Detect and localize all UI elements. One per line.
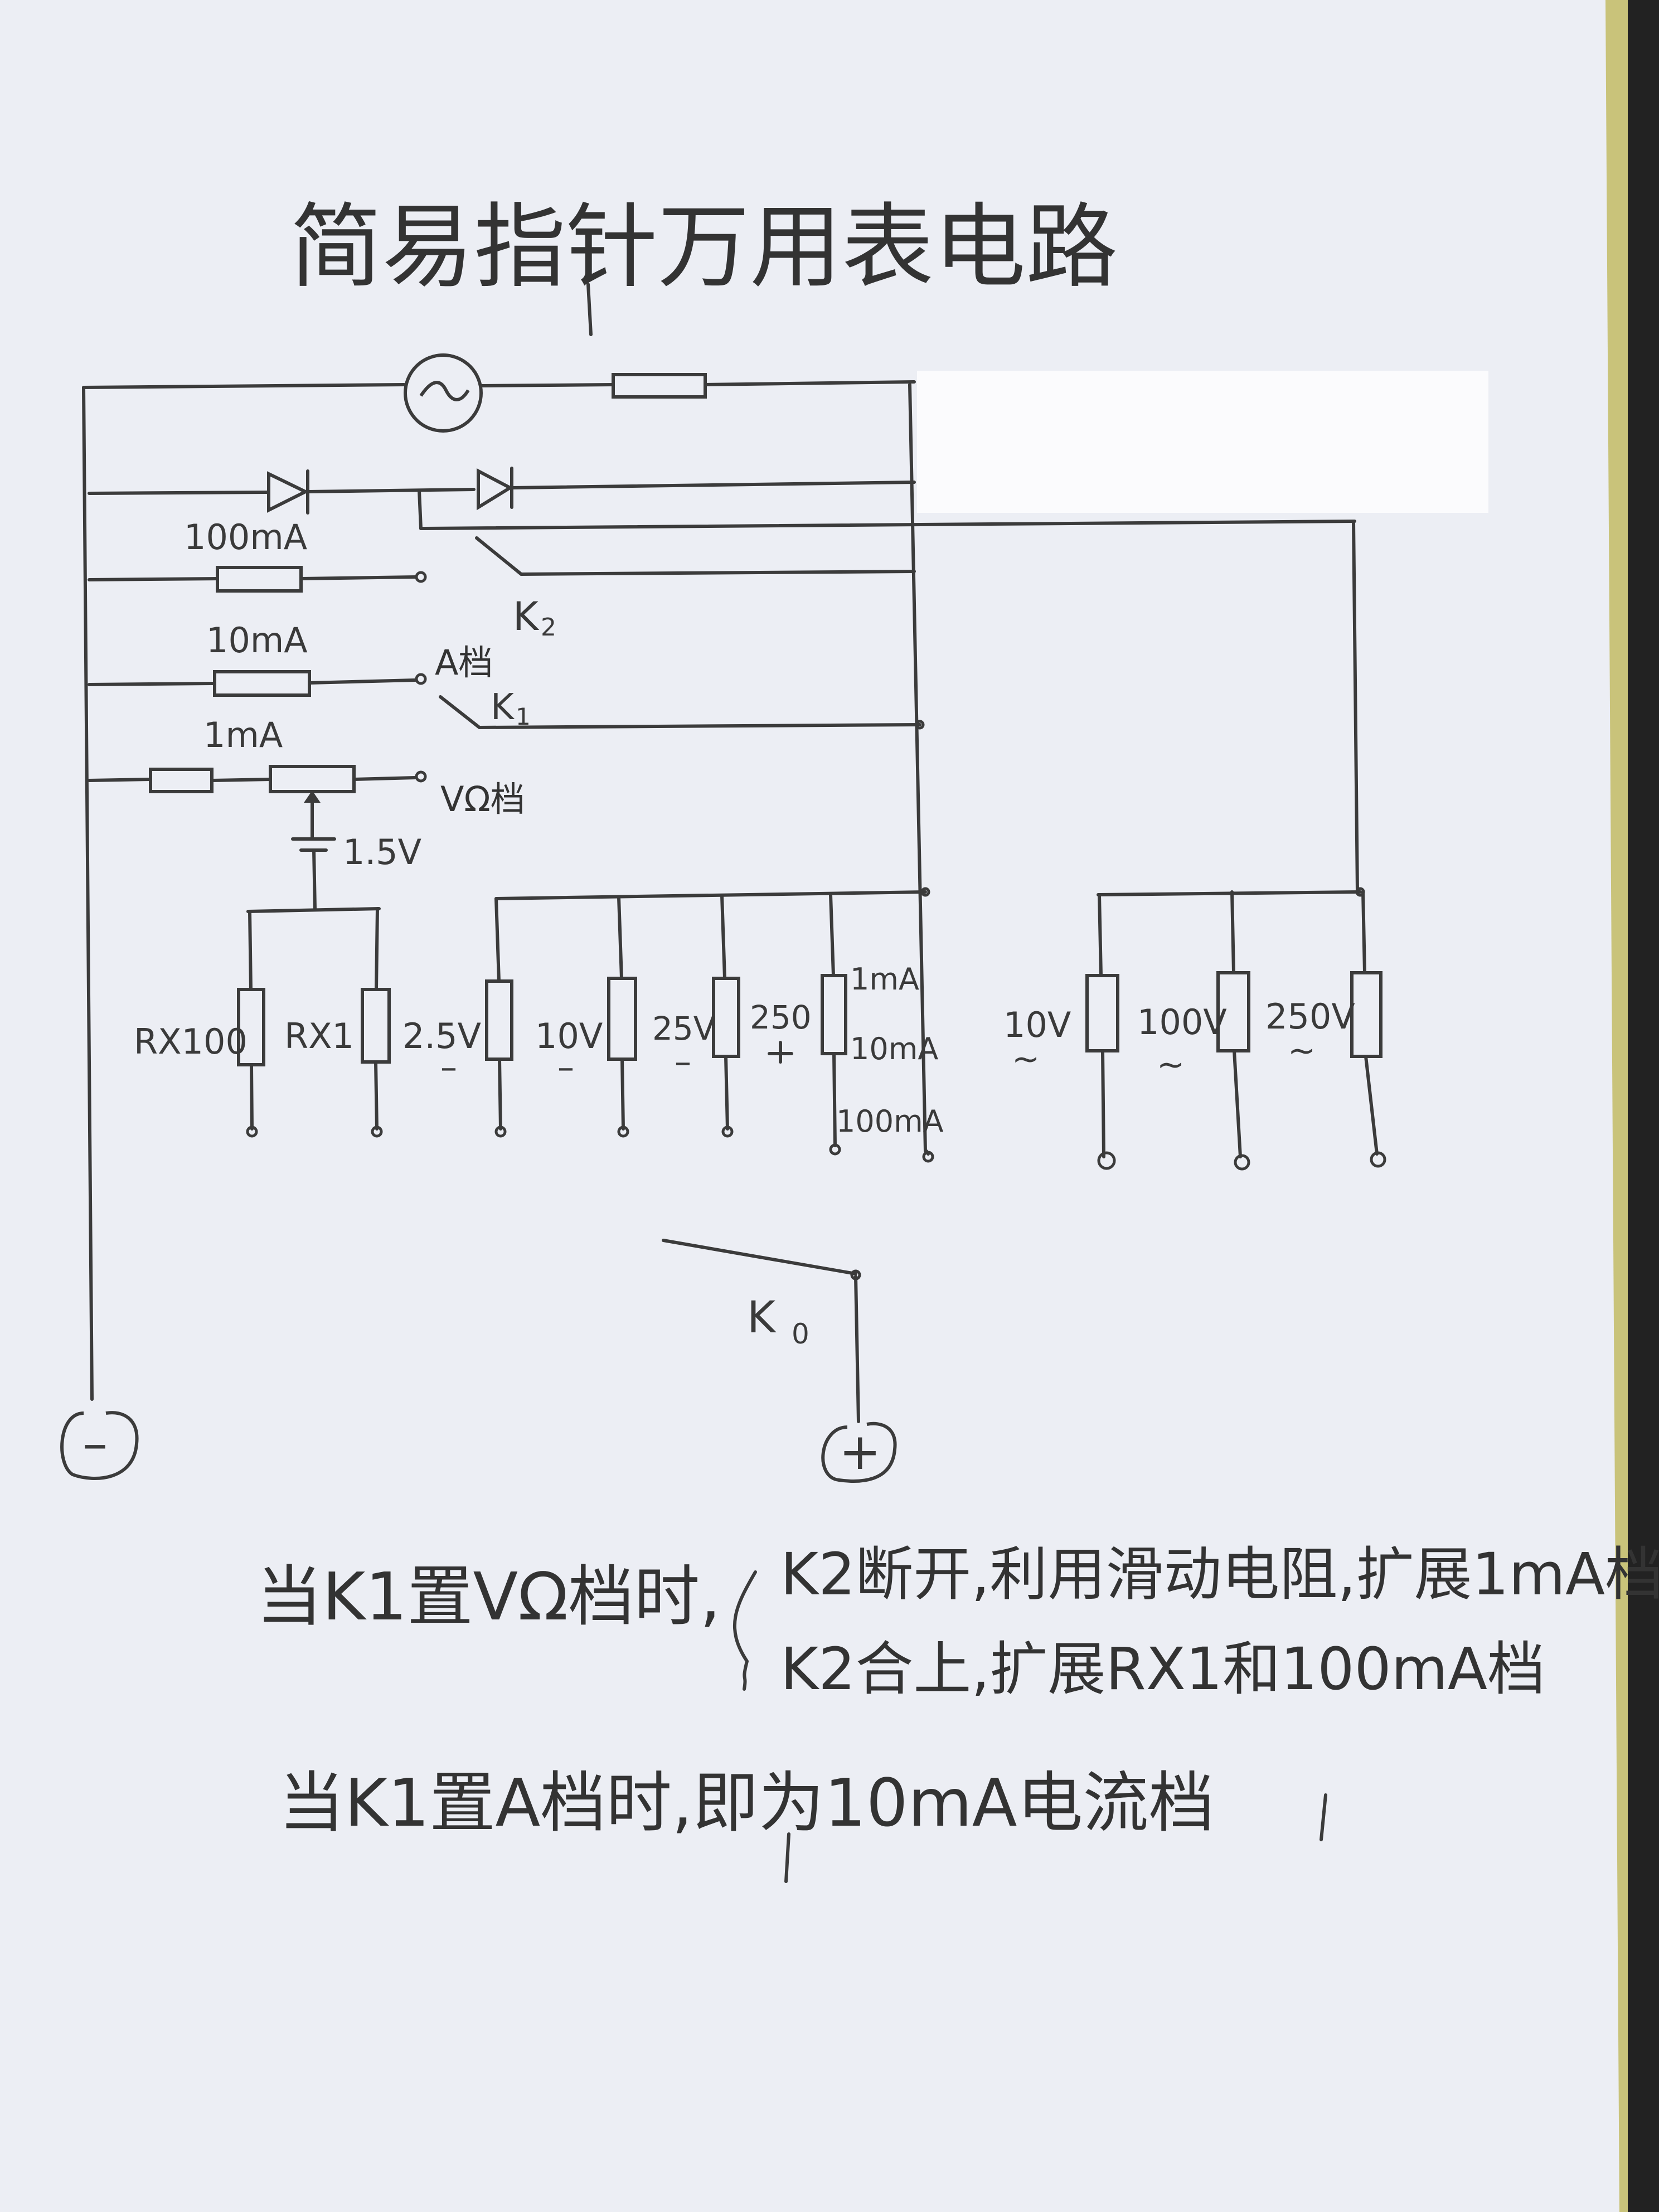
mark-250v bbox=[768, 1041, 793, 1064]
ac-bus bbox=[1097, 890, 1362, 896]
pot-wiper-arrow bbox=[304, 790, 321, 803]
k2-contact bbox=[415, 571, 427, 583]
terminal-rx1[interactable] bbox=[371, 1126, 383, 1138]
label-10ma-range: 10mA bbox=[850, 1031, 938, 1066]
label-10ma: 10mA bbox=[206, 620, 308, 661]
negative-probe-terminal[interactable] bbox=[60, 1411, 139, 1481]
label-10v: 10V bbox=[535, 1016, 603, 1056]
terminal-10v[interactable] bbox=[617, 1126, 629, 1138]
note-brace bbox=[733, 1570, 757, 1691]
k1-label: K bbox=[491, 687, 515, 728]
note-line1-b: K2合上,扩展RX1和100mA档 bbox=[780, 1635, 1545, 1703]
main-right-bus bbox=[908, 383, 927, 1153]
vo-range-contact bbox=[415, 770, 427, 783]
label-ac250v: 250V bbox=[1265, 996, 1355, 1037]
terminal-ac10v[interactable] bbox=[1097, 1151, 1116, 1170]
battery-label: 1.5V bbox=[343, 832, 421, 872]
ac-branch-wire bbox=[419, 520, 1356, 530]
diagram-title: 简易指针万用表电路 bbox=[290, 193, 1118, 300]
negative-probe-label: – bbox=[83, 1414, 108, 1473]
label-25v: 25V bbox=[652, 1010, 716, 1047]
top-wire bbox=[82, 383, 406, 389]
a-range-contact bbox=[415, 673, 427, 685]
terminal-2-5v[interactable] bbox=[494, 1126, 507, 1138]
terminal-rx100[interactable] bbox=[246, 1126, 258, 1138]
label-1ma: 1mA bbox=[203, 715, 283, 755]
note-line2: 当K1置A档时,即为10mA电流档 bbox=[279, 1764, 1215, 1841]
k0-label: K bbox=[747, 1293, 777, 1343]
k0-sub: 0 bbox=[792, 1318, 809, 1350]
title-stroke bbox=[586, 283, 593, 336]
diode-1 bbox=[267, 471, 309, 513]
label-100ma: 100mA bbox=[184, 517, 307, 557]
k1-sub: 1 bbox=[516, 703, 531, 730]
terminal-ma[interactable] bbox=[829, 1143, 841, 1156]
label-100ma-range: 100mA bbox=[836, 1104, 944, 1139]
terminal-ac100v[interactable] bbox=[1234, 1154, 1250, 1171]
paper-patch bbox=[917, 371, 1488, 513]
label-rx1: RX1 bbox=[284, 1016, 354, 1056]
dc-bus bbox=[494, 890, 927, 900]
mark-ac250v: ~ bbox=[1288, 1031, 1316, 1070]
mark-2-5v: – bbox=[440, 1048, 457, 1087]
paper-sheet bbox=[0, 0, 1619, 2212]
vo-range-label: VΩ档 bbox=[440, 779, 525, 819]
note-line1-a: K2断开,利用滑动电阻,扩展1mA档 bbox=[780, 1540, 1659, 1608]
dark-edge bbox=[1628, 0, 1659, 2212]
k0-switch-blade[interactable] bbox=[662, 1239, 857, 1275]
negative-bus bbox=[82, 386, 94, 1401]
a-range-label: A档 bbox=[435, 642, 493, 683]
k2-switch-blade[interactable] bbox=[475, 536, 523, 576]
note-line1-prefix: 当K1置VΩ档时, bbox=[256, 1558, 721, 1635]
positive-probe-terminal[interactable] bbox=[821, 1422, 897, 1483]
k1-switch-blade[interactable] bbox=[439, 695, 481, 729]
mark-ac100v: ~ bbox=[1157, 1045, 1185, 1084]
mark-ac10v: ~ bbox=[1012, 1040, 1040, 1079]
terminal-common-right[interactable] bbox=[922, 1151, 934, 1163]
diode-2 bbox=[477, 468, 514, 511]
terminal-25v[interactable] bbox=[721, 1126, 734, 1138]
meter-symbol bbox=[419, 381, 470, 401]
k2-label: K bbox=[513, 594, 540, 639]
label-1ma-range: 1mA bbox=[850, 962, 919, 997]
mark-10v: – bbox=[557, 1048, 574, 1087]
ac-right-bus bbox=[1352, 520, 1359, 894]
label-ac100v: 100V bbox=[1137, 1002, 1227, 1042]
positive-probe-label: + bbox=[839, 1423, 881, 1481]
meter bbox=[404, 353, 483, 433]
label-ac10v: 10V bbox=[1003, 1005, 1071, 1045]
label-2-5v: 2.5V bbox=[402, 1016, 481, 1056]
label-250v: 250 bbox=[750, 998, 812, 1036]
mark-25v: – bbox=[675, 1042, 691, 1081]
terminal-ac250v[interactable] bbox=[1370, 1151, 1386, 1168]
k2-sub: 2 bbox=[541, 613, 556, 642]
label-rx100: RX100 bbox=[134, 1021, 248, 1062]
